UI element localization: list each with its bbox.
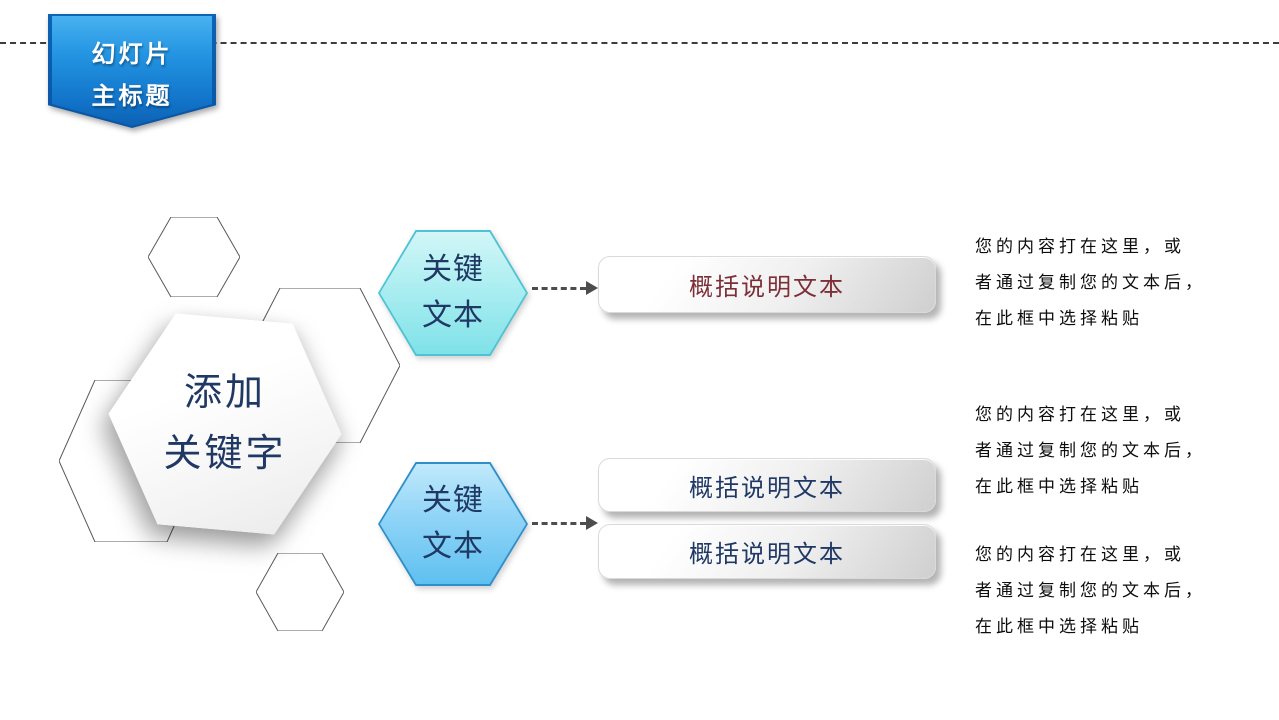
summary-box-1: 概括说明文本 [598,256,936,313]
key-text-hexagon-1-label: 关键 文本 [378,230,528,356]
dashed-arrow-1 [532,281,598,295]
summary-box-3-label: 概括说明文本 [689,541,845,568]
body-paragraph-2: 您的内容打在这里，或 者通过复制您的文本后， 在此框中选择粘贴 [975,397,1245,505]
banner-line2: 主标题 [91,83,173,110]
key-text-hexagon-1: 关键 文本 [378,230,528,356]
key-text-2-line1: 关键 [422,484,484,517]
dashed-arrow-2 [532,516,598,530]
dashed-line-1 [532,287,586,290]
summary-box-1-label: 概括说明文本 [689,274,845,301]
body-paragraph-3-line1: 您的内容打在这里，或 [975,545,1185,565]
arrow-head-icon-2 [586,516,598,530]
body-paragraph-1-line2: 者通过复制您的文本后， [975,273,1206,293]
summary-box-3: 概括说明文本 [598,524,936,579]
title-banner: 幻灯片 主标题 [48,14,216,128]
decorative-hexagon-bottom [256,553,344,631]
body-paragraph-3: 您的内容打在这里，或 者通过复制您的文本后， 在此框中选择粘贴 [975,537,1245,645]
key-text-hexagon-2: 关键 文本 [378,462,528,586]
summary-box-2-label: 概括说明文本 [689,474,845,502]
key-text-hexagon-2-fill [380,464,526,584]
body-paragraph-1-line3: 在此框中选择粘贴 [975,309,1143,329]
key-text-hexagon-1-fill [380,232,526,354]
title-banner-face [52,16,212,126]
top-dashed-line [0,42,1279,44]
summary-box-2: 概括说明文本 [598,458,936,512]
key-text-1-line1: 关键 [422,253,484,286]
key-text-1-line2: 文本 [422,299,484,332]
center-keyword-text: 添加 关键字 [108,318,342,530]
body-paragraph-3-line2: 者通过复制您的文本后， [975,581,1206,601]
key-text-2-line2: 文本 [422,530,484,563]
center-keyword-line1: 添加 [183,372,266,414]
key-text-hexagon-2-label: 关键 文本 [378,462,528,586]
body-paragraph-3-line3: 在此框中选择粘贴 [975,617,1143,637]
body-paragraph-2-line2: 者通过复制您的文本后， [975,441,1206,461]
arrow-head-icon-1 [586,281,598,295]
title-banner-text: 幻灯片 主标题 [48,14,216,128]
body-paragraph-1: 您的内容打在这里，或 者通过复制您的文本后， 在此框中选择粘贴 [975,229,1245,337]
decorative-hexagon-top [148,217,240,297]
dashed-line-2 [532,522,586,525]
body-paragraph-1-line1: 您的内容打在这里，或 [975,237,1185,257]
body-paragraph-2-line3: 在此框中选择粘贴 [975,477,1143,497]
body-paragraph-2-line1: 您的内容打在这里，或 [975,405,1185,425]
center-keyword-line2: 关键字 [163,433,287,475]
center-keyword-hexagon: 添加 关键字 [108,318,342,530]
banner-line1: 幻灯片 [91,41,173,68]
